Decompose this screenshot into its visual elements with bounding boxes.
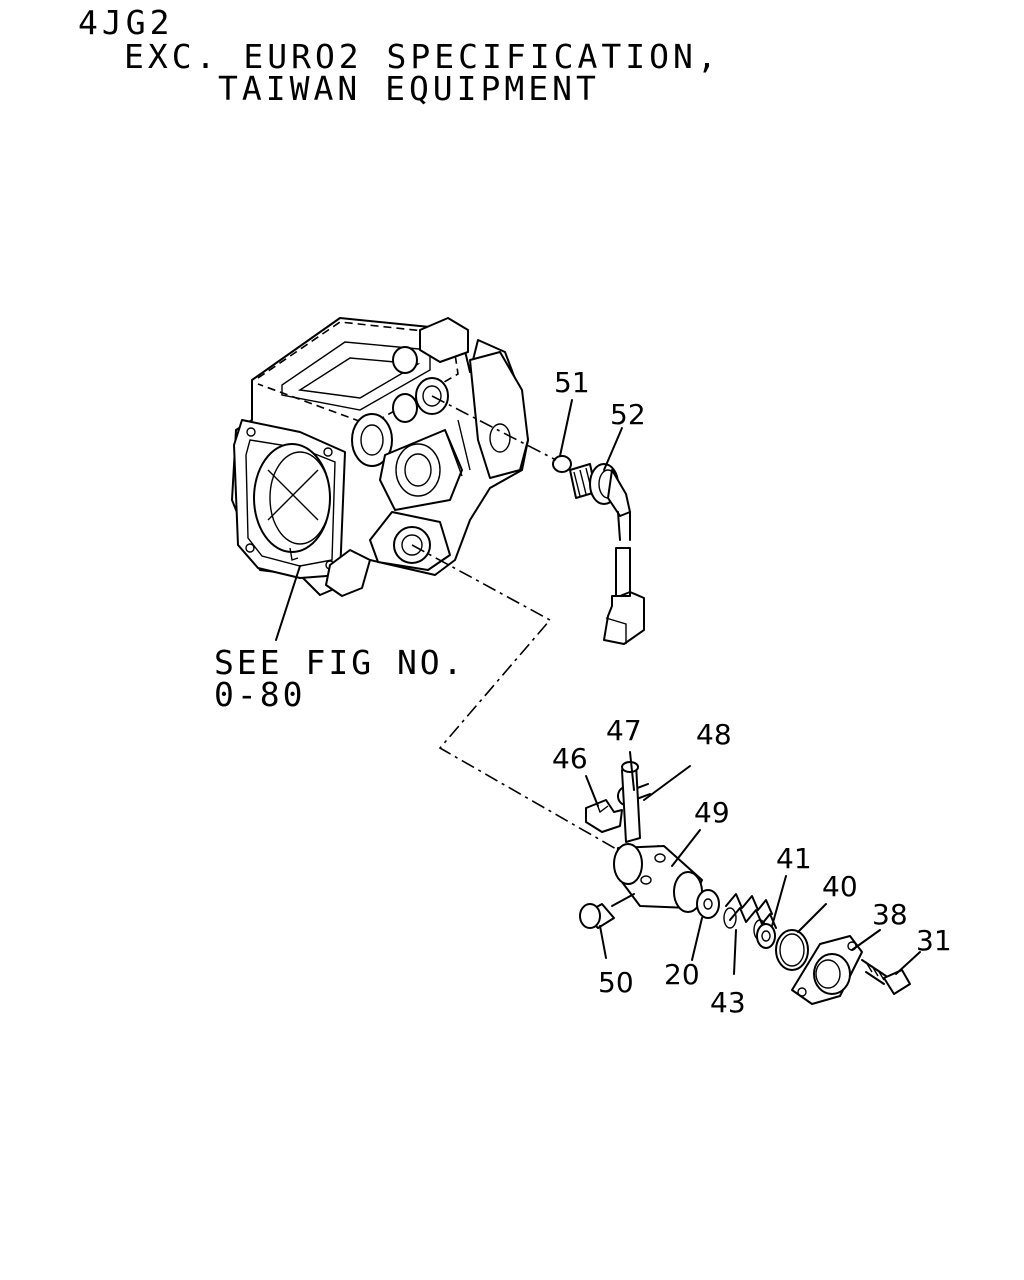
- bolt-31: [861, 959, 911, 995]
- spec-line-1: EXC. EURO2 SPECIFICATION,: [124, 37, 721, 76]
- washer-41: [756, 923, 776, 949]
- model-code: 4JG2: [78, 3, 174, 42]
- o-ring-51: [552, 455, 572, 473]
- throttle-body-housing: [231, 317, 529, 597]
- callout-47: 47: [606, 714, 642, 747]
- pin-48: [621, 761, 659, 863]
- callout-51: 51: [554, 366, 590, 399]
- washer-20: [696, 889, 720, 919]
- callout-43: 43: [710, 986, 746, 1019]
- callout-52: 52: [610, 398, 646, 431]
- callout-50: 50: [598, 966, 634, 999]
- plug-50: [579, 893, 635, 929]
- callout-49: 49: [694, 796, 730, 829]
- reference-note-line-1: SEE FIG NO.: [214, 643, 466, 682]
- callout-41: 41: [776, 842, 812, 875]
- clip-46: [585, 795, 623, 833]
- reference-note-line-2: 0-80: [214, 675, 305, 714]
- o-ring-40: [775, 929, 809, 971]
- callout-38: 38: [872, 898, 908, 931]
- callout-48: 48: [696, 718, 732, 751]
- valve-body-49: [613, 843, 703, 913]
- diagram-header: 4JG2 EXC. EURO2 SPECIFICATION, TAIWAN EQ…: [0, 0, 717, 185]
- callout-20: 20: [664, 958, 700, 991]
- callout-40: 40: [822, 870, 858, 903]
- spec-line-2: TAIWAN EQUIPMENT: [218, 69, 600, 108]
- callout-31: 31: [916, 924, 952, 957]
- callout-46: 46: [552, 742, 588, 775]
- callout-leaders: [559, 399, 921, 975]
- cover-38: [791, 935, 863, 1005]
- pressure-sensor-52: [569, 463, 645, 645]
- assembly-route-line: [411, 544, 619, 851]
- sensor-port-centerline: [431, 395, 557, 461]
- reference-leader-line: [275, 565, 301, 641]
